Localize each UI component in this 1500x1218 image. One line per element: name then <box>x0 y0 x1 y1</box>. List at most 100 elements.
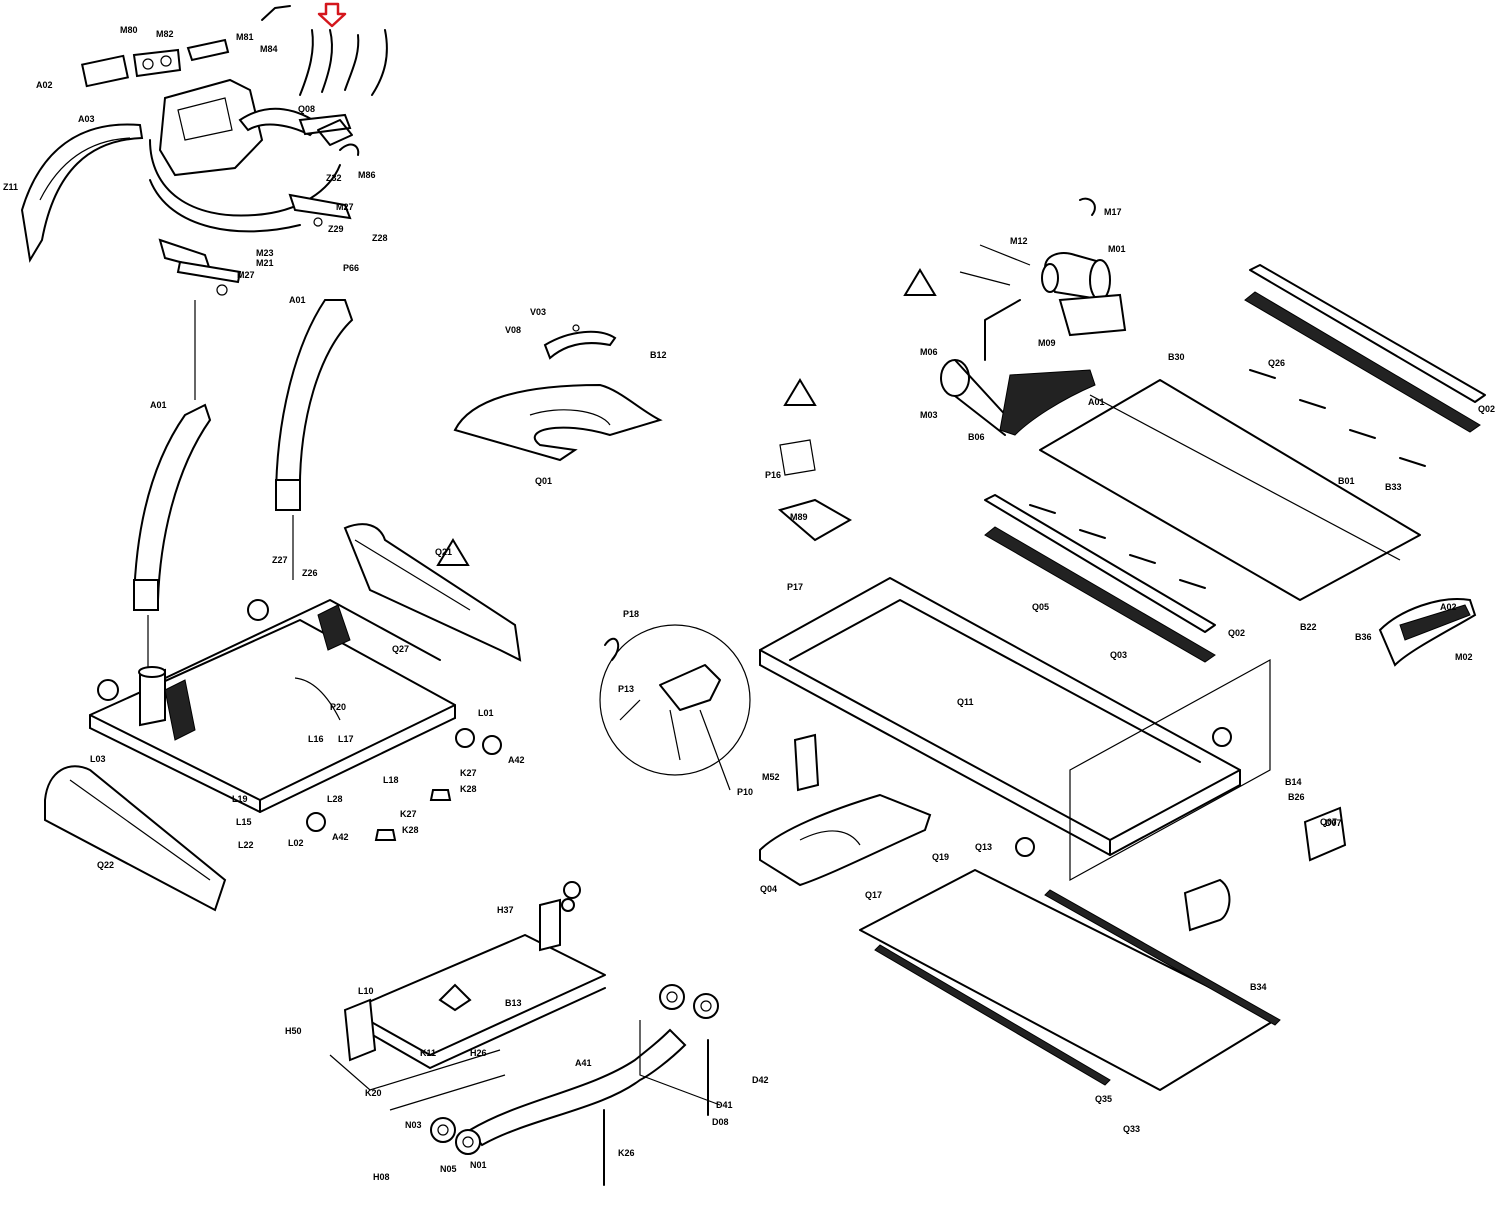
label-D08: D08 <box>712 1117 729 1127</box>
label-M86: M86 <box>358 170 376 180</box>
label-V03: V03 <box>530 307 546 317</box>
label-A41: A41 <box>575 1058 592 1068</box>
label-Q05: Q05 <box>1032 602 1049 612</box>
label-D41: D41 <box>716 1100 733 1110</box>
label-L19: L19 <box>232 794 248 804</box>
label-L02: L02 <box>288 838 304 848</box>
folding-base <box>329 881 721 1186</box>
label-Z27: Z27 <box>272 555 288 565</box>
label-B34: B34 <box>1250 982 1267 992</box>
label-M03: M03 <box>920 410 938 420</box>
highlight-arrow-icon <box>317 2 347 28</box>
label-B22: B22 <box>1300 622 1317 632</box>
label-H37: H37 <box>497 905 514 915</box>
label-Q27: Q27 <box>392 644 409 654</box>
label-Q19: Q19 <box>932 852 949 862</box>
label-M23: M23 <box>256 248 274 258</box>
label-B06: B06 <box>968 432 985 442</box>
label-V08: V08 <box>505 325 521 335</box>
label-K26: K26 <box>618 1148 635 1158</box>
label-L18: L18 <box>383 775 399 785</box>
label-B13: B13 <box>505 998 522 1008</box>
label-N03: N03 <box>405 1120 422 1130</box>
label-M21: M21 <box>256 258 274 268</box>
label-B01: B01 <box>1338 476 1355 486</box>
label-B26: B26 <box>1288 792 1305 802</box>
label-K27a: K27 <box>460 768 477 778</box>
label-Q11: Q11 <box>957 697 974 707</box>
label-A01a: A01 <box>289 295 306 305</box>
label-Q26: Q26 <box>1268 358 1285 368</box>
label-P17: P17 <box>787 582 803 592</box>
label-Q03: Q03 <box>1110 650 1127 660</box>
label-L10: L10 <box>358 986 374 996</box>
label-M17: M17 <box>1104 207 1122 217</box>
label-Q04: Q04 <box>760 884 777 894</box>
label-Q13: Q13 <box>975 842 992 852</box>
label-K27b: K27 <box>400 809 417 819</box>
label-M27b: M27 <box>237 270 255 280</box>
drive-motor <box>436 197 1127 566</box>
label-P20: P20 <box>330 702 346 712</box>
label-A01b: A01 <box>150 400 167 410</box>
label-M52: M52 <box>762 772 780 782</box>
label-B36: B36 <box>1355 632 1372 642</box>
label-Q22: Q22 <box>97 860 114 870</box>
motor-cover <box>453 324 663 462</box>
label-P18: P18 <box>623 609 639 619</box>
label-A42a: A42 <box>508 755 525 765</box>
label-Q02b: Q02 <box>1228 628 1245 638</box>
label-H26: H26 <box>470 1048 487 1058</box>
label-P66: P66 <box>343 263 359 273</box>
label-K28b: K28 <box>402 825 419 835</box>
label-Q35: Q35 <box>1095 1094 1112 1104</box>
wiring-detail-circle <box>599 624 751 791</box>
console-assembly <box>20 5 388 296</box>
label-L28: L28 <box>327 794 343 804</box>
label-L01: L01 <box>478 708 494 718</box>
label-M81: M81 <box>236 32 254 42</box>
label-B12: B12 <box>650 350 667 360</box>
label-M01: M01 <box>1108 244 1126 254</box>
label-N05: N05 <box>440 1164 457 1174</box>
label-Q17: Q17 <box>865 890 882 900</box>
label-M09: M09 <box>1038 338 1056 348</box>
label-Z28: Z28 <box>372 233 388 243</box>
label-P10: P10 <box>737 787 753 797</box>
part-labels: A02 M80 M82 M81 M84 M86 A03 Z11 Z32 Q08 … <box>3 25 1495 1182</box>
label-H08: H08 <box>373 1172 390 1182</box>
base-frame-left <box>44 523 522 912</box>
label-D07: D07 <box>1325 818 1342 828</box>
label-K11: K11 <box>420 1048 436 1058</box>
label-M80: M80 <box>120 25 138 35</box>
label-M02: M02 <box>1455 652 1473 662</box>
label-P16: P16 <box>765 470 781 480</box>
label-Q08: Q08 <box>298 104 315 114</box>
label-D42: D42 <box>752 1075 769 1085</box>
label-M89: M89 <box>790 512 808 522</box>
label-A02: A02 <box>36 80 53 90</box>
label-Q21: Q21 <box>435 547 452 557</box>
label-M27: M27 <box>336 202 354 212</box>
label-L16: L16 <box>308 734 324 744</box>
label-A01c: A01 <box>1088 397 1105 407</box>
label-L15: L15 <box>236 817 252 827</box>
label-B30: B30 <box>1168 352 1185 362</box>
label-B33: B33 <box>1385 482 1402 492</box>
label-K28a: K28 <box>460 784 477 794</box>
label-P13: P13 <box>618 684 634 694</box>
label-L03: L03 <box>90 754 106 764</box>
label-K20: K20 <box>365 1088 382 1098</box>
label-H50: H50 <box>285 1026 302 1036</box>
label-Z32: Z32 <box>326 173 342 183</box>
label-Z26: Z26 <box>302 568 318 578</box>
label-M82: M82 <box>156 29 174 39</box>
label-M06: M06 <box>920 347 938 357</box>
label-A03: A03 <box>78 114 95 124</box>
label-L17: L17 <box>338 734 354 744</box>
label-Z29: Z29 <box>328 224 344 234</box>
label-A42b: A42 <box>332 832 349 842</box>
label-Q01: Q01 <box>535 476 552 486</box>
